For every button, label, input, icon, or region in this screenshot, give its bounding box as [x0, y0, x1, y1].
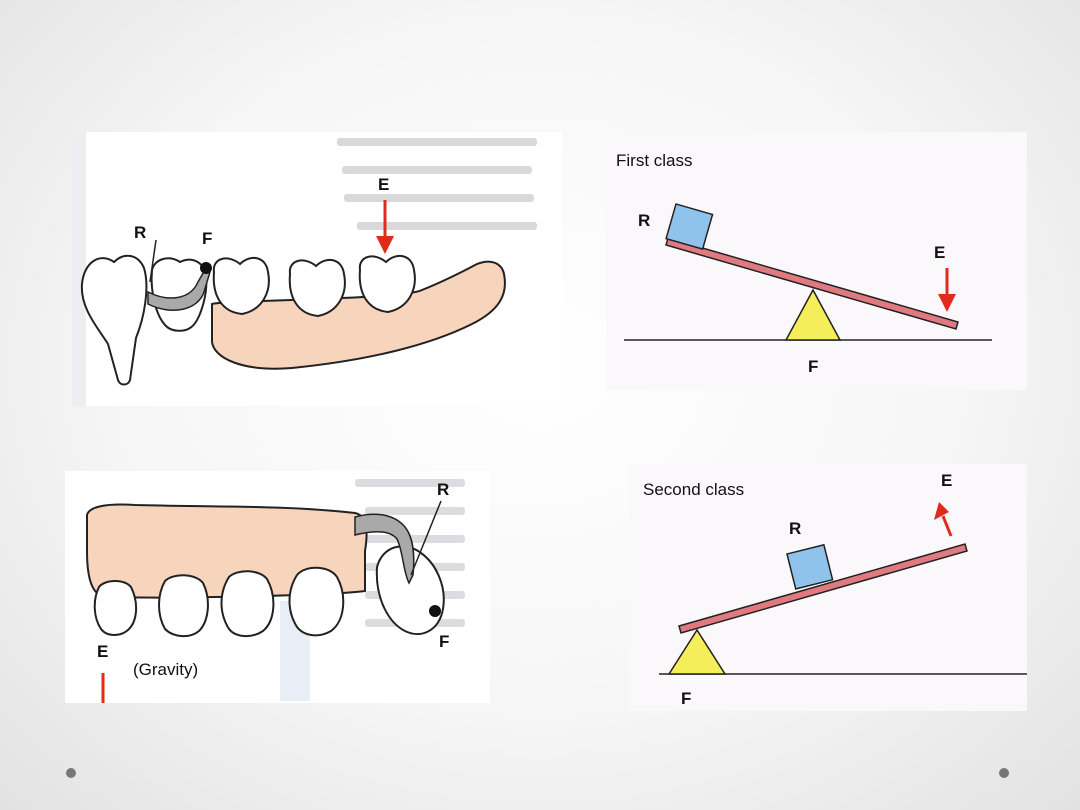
resistance-block: [665, 203, 714, 251]
effort-arrow: [938, 268, 956, 312]
gravity-note: (Gravity): [133, 660, 198, 679]
fulcrum-dot: [200, 262, 212, 274]
panel-background: [606, 132, 1027, 390]
label-f: F: [439, 632, 449, 651]
effort-arrow: [376, 200, 394, 254]
lever-bar: [665, 237, 959, 330]
slide-bullet-left: [66, 768, 76, 778]
label-r: R: [638, 211, 650, 230]
lever-class-title: Second class: [643, 480, 744, 499]
label-e: E: [378, 175, 389, 194]
abutment-tooth: [150, 257, 208, 332]
second-class-lever-svg: Second class R E F: [629, 464, 1027, 711]
tooth-4: [288, 566, 345, 637]
tooth-molar-3: [358, 254, 416, 314]
label-r: R: [437, 480, 449, 499]
fulcrum-triangle: [784, 288, 842, 341]
fulcrum-triangle: [667, 628, 727, 675]
label-r: R: [789, 519, 801, 538]
background-text-texture: [72, 132, 537, 406]
denture-class-one-svg: R F E: [72, 132, 537, 406]
label-e: E: [934, 243, 945, 262]
r-leader-line: [149, 239, 157, 283]
second-class-lever-diagram: Second class R E F: [629, 464, 1027, 711]
r-leader-line: [410, 500, 442, 576]
first-class-lever-svg: First class R E F: [606, 132, 1027, 390]
natural-tooth-with-root: [80, 254, 148, 386]
lever-class-title: First class: [616, 151, 693, 170]
denture-class-two-illustration: R F E (Gravity): [65, 471, 490, 703]
denture-class-two-svg: R F E (Gravity): [86, 479, 465, 703]
clasp-arm: [354, 513, 415, 585]
effort-arrow: [934, 502, 953, 537]
tooth-2: [158, 574, 209, 637]
tooth-molar-1: [212, 256, 270, 316]
label-r: R: [134, 223, 146, 242]
label-f: F: [681, 689, 691, 708]
label-f: F: [202, 229, 212, 248]
fulcrum-dot: [429, 605, 441, 617]
slide-bullet-right: [999, 768, 1009, 778]
first-class-lever-diagram: First class R E F: [606, 132, 1027, 390]
denture-class-one-illustration: R F E: [72, 132, 562, 406]
lever-bar: [678, 543, 968, 634]
label-e: E: [941, 471, 952, 490]
label-f: F: [808, 357, 818, 376]
tooth-3: [220, 570, 275, 637]
tooth-1: [93, 580, 137, 636]
resistance-block: [786, 543, 834, 590]
tooth-molar-2: [288, 258, 346, 318]
label-e: E: [97, 642, 108, 661]
